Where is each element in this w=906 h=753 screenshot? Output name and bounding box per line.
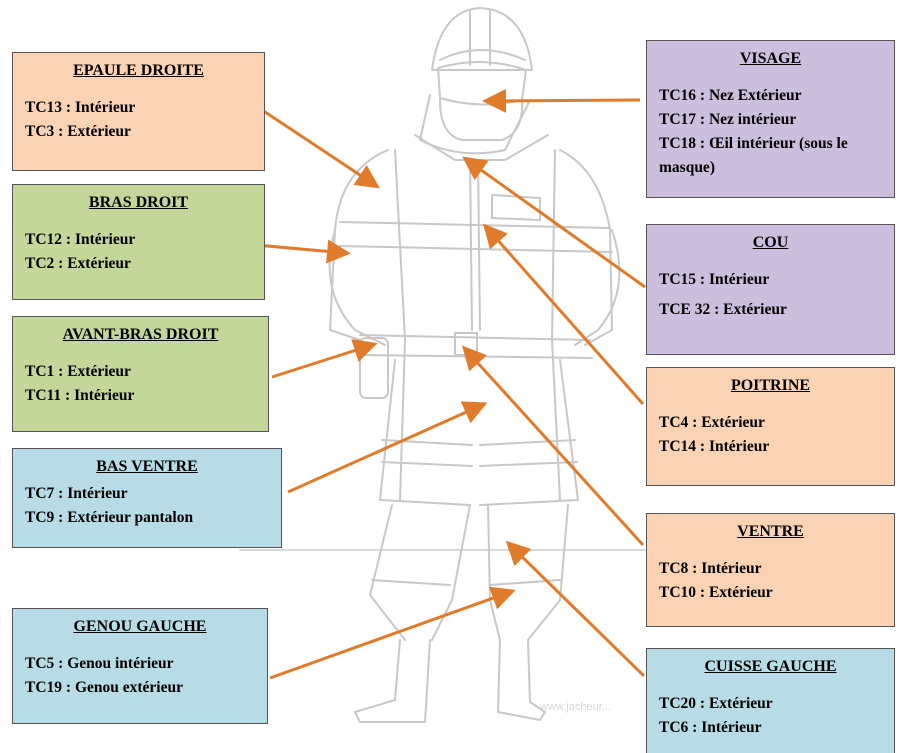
box-line: TC10 : Extérieur [659, 581, 882, 605]
arrow-epaule-droite [250, 102, 375, 185]
box-cuisse-gauche: CUISSE GAUCHE TC20 : Extérieur TC6 : Int… [646, 648, 895, 753]
box-line: TC19 : Genou extérieur [25, 676, 255, 700]
box-title: CUISSE GAUCHE [659, 655, 882, 680]
arrow-visage [488, 100, 640, 101]
box-line: TC5 : Genou intérieur [25, 652, 255, 676]
box-title: POITRINE [659, 374, 882, 399]
arrow-genou-gauche [270, 592, 510, 678]
box-line: TC12 : Intérieur [25, 228, 252, 252]
box-line: TC20 : Extérieur [659, 692, 882, 716]
box-line: TC13 : Intérieur [25, 96, 252, 120]
arrow-bas-ventre [288, 405, 482, 492]
box-ventre: VENTRE TC8 : Intérieur TC10 : Extérieur [646, 513, 895, 627]
box-line: TC6 : Intérieur [659, 716, 882, 740]
box-line: TC17 : Nez intérieur [659, 108, 882, 132]
box-title: EPAULE DROITE [25, 59, 252, 84]
box-line: TC14 : Intérieur [659, 435, 882, 459]
box-line: TC9 : Extérieur pantalon [25, 506, 269, 530]
box-line: TC7 : Intérieur [25, 482, 269, 506]
box-visage: VISAGE TC16 : Nez Extérieur TC17 : Nez i… [646, 40, 895, 198]
box-bras-droit: BRAS DROIT TC12 : Intérieur TC2 : Extéri… [12, 184, 265, 300]
box-line: TC16 : Nez Extérieur [659, 84, 882, 108]
box-line: TC2 : Extérieur [25, 252, 252, 276]
arrow-poitrine [487, 228, 643, 404]
box-line: TC8 : Intérieur [659, 557, 882, 581]
box-line: TC4 : Extérieur [659, 411, 882, 435]
box-epaule-droite: EPAULE DROITE TC13 : Intérieur TC3 : Ext… [12, 52, 265, 171]
arrow-cuisse-gauche [510, 545, 644, 676]
arrow-avant-bras-droit [272, 345, 372, 377]
box-title: AVANT-BRAS DROIT [25, 323, 256, 348]
box-genou-gauche: GENOU GAUCHE TC5 : Genou intérieur TC19 … [12, 608, 268, 724]
box-line: TC18 : Œil intérieur (sous le masque) [659, 132, 882, 180]
box-avant-bras-droit: AVANT-BRAS DROIT TC1 : Extérieur TC11 : … [12, 316, 269, 432]
box-line: TC1 : Extérieur [25, 360, 256, 384]
arrow-cou [467, 160, 645, 287]
box-title: VISAGE [659, 47, 882, 72]
box-title: VENTRE [659, 520, 882, 545]
box-line: TC3 : Extérieur [25, 120, 252, 144]
box-poitrine: POITRINE TC4 : Extérieur TC14 : Intérieu… [646, 367, 895, 486]
box-title: BAS VENTRE [25, 455, 269, 480]
arrow-ventre [466, 350, 643, 545]
box-line: TCE 32 : Extérieur [659, 298, 882, 322]
box-title: COU [659, 231, 882, 256]
box-bas-ventre: BAS VENTRE TC7 : Intérieur TC9 : Extérie… [12, 448, 282, 548]
box-title: BRAS DROIT [25, 191, 252, 216]
box-cou: COU TC15 : Intérieur TCE 32 : Extérieur [646, 224, 895, 355]
box-line: TC15 : Intérieur [659, 268, 882, 292]
box-title: GENOU GAUCHE [25, 615, 255, 640]
box-line: TC11 : Intérieur [25, 384, 256, 408]
